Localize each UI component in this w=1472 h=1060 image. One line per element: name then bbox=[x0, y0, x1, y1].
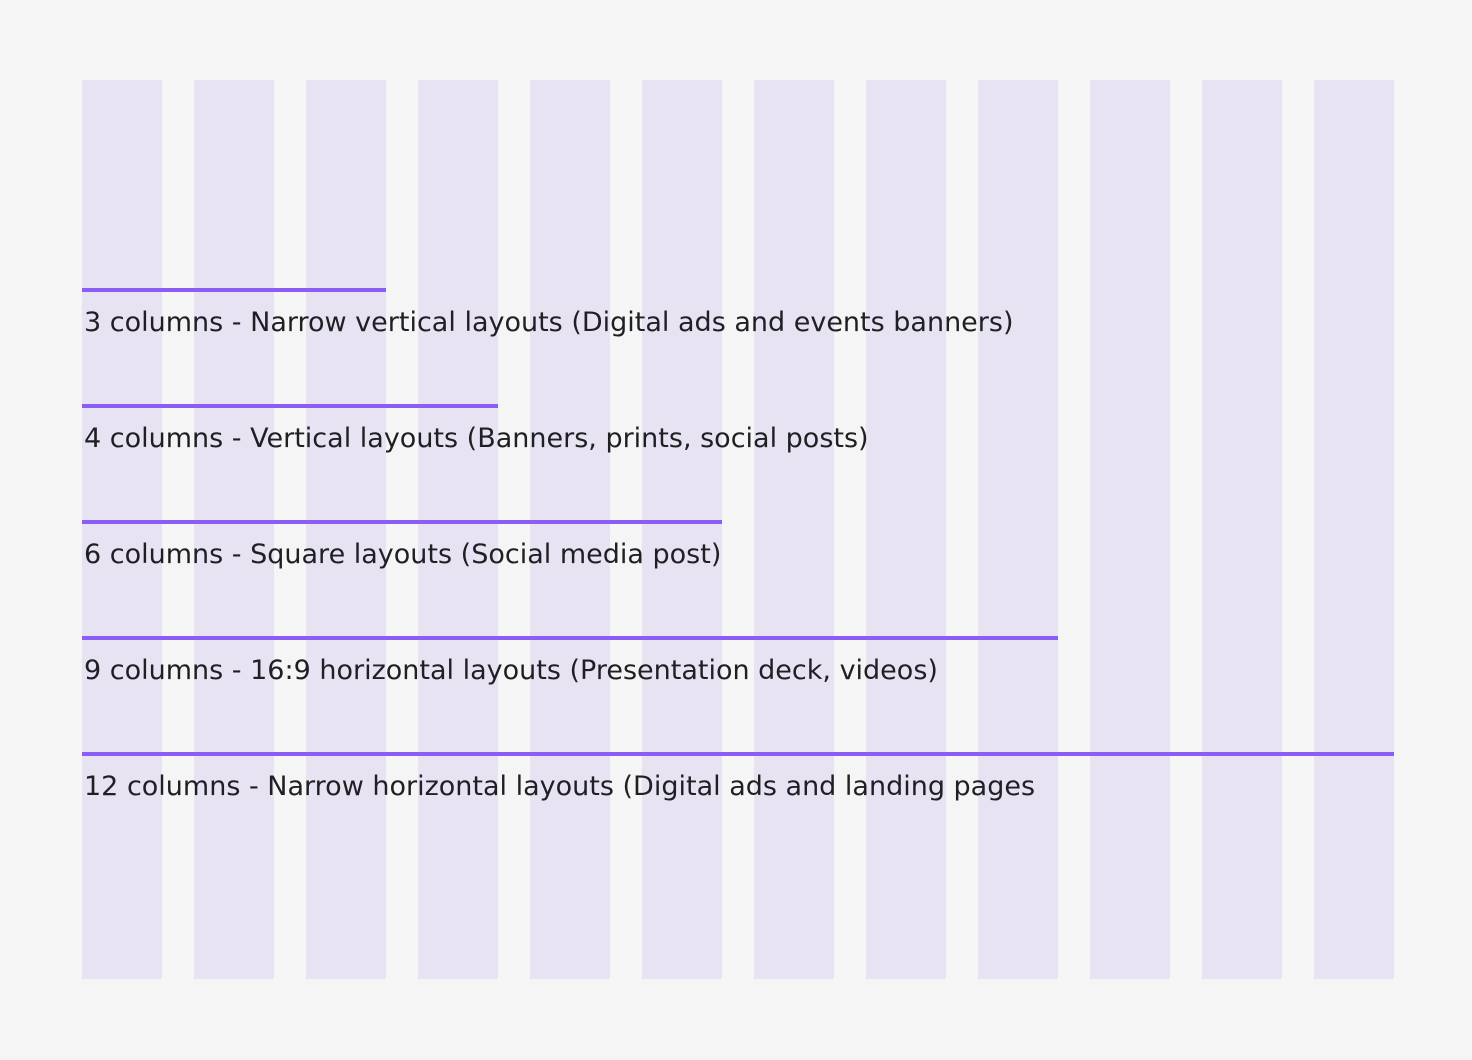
grid-column-2 bbox=[194, 80, 274, 979]
span-label-3-columns: 3 columns - Narrow vertical layouts (Dig… bbox=[84, 307, 1014, 338]
span-label-9-columns: 9 columns - 16:9 horizontal layouts (Pre… bbox=[84, 655, 938, 686]
span-label-6-columns: 6 columns - Square layouts (Social media… bbox=[84, 539, 722, 570]
span-label-4-columns: 4 columns - Vertical layouts (Banners, p… bbox=[84, 423, 869, 454]
span-line-12-columns bbox=[82, 752, 1394, 756]
grid-column-6 bbox=[642, 80, 722, 979]
grid-column-9 bbox=[978, 80, 1058, 979]
span-line-4-columns bbox=[82, 404, 498, 408]
span-label-12-columns: 12 columns - Narrow horizontal layouts (… bbox=[84, 771, 1036, 802]
span-line-3-columns bbox=[82, 288, 386, 292]
span-line-9-columns bbox=[82, 636, 1058, 640]
grid-column-12 bbox=[1314, 80, 1394, 979]
grid-column-7 bbox=[754, 80, 834, 979]
grid-column-8 bbox=[866, 80, 946, 979]
grid-column-3 bbox=[306, 80, 386, 979]
grid-column-11 bbox=[1202, 80, 1282, 979]
grid-column-10 bbox=[1090, 80, 1170, 979]
grid-column-1 bbox=[82, 80, 162, 979]
span-line-6-columns bbox=[82, 520, 722, 524]
grid-column-5 bbox=[530, 80, 610, 979]
grid-column-4 bbox=[418, 80, 498, 979]
